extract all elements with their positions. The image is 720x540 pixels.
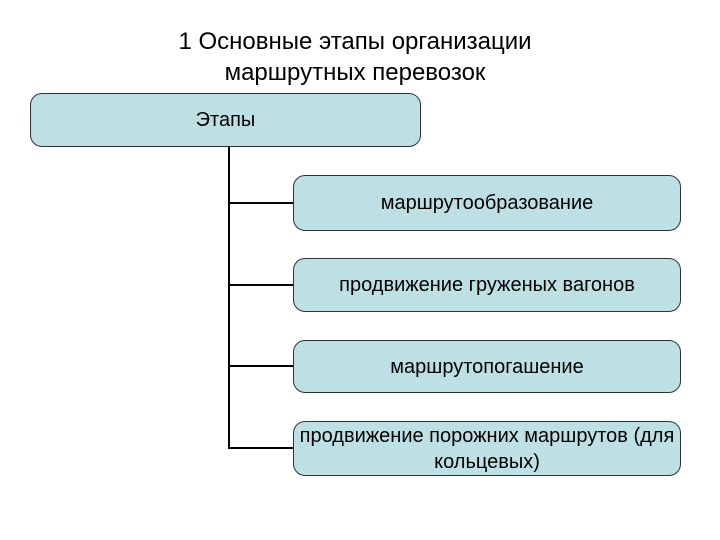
node-stage-label: продвижение груженых вагонов bbox=[339, 274, 635, 296]
connector-branch-2 bbox=[229, 284, 293, 286]
title-line-1: 1 Основные этапы организации bbox=[178, 28, 532, 55]
node-stage-label: маршрутопогашение bbox=[390, 355, 584, 378]
connector-branch-1 bbox=[229, 202, 293, 204]
node-stage-loaded-wagons: продвижение груженых вагонов bbox=[293, 258, 681, 312]
node-stage-empty-routes: продвижение порожних маршрутов (для коль… bbox=[293, 421, 681, 476]
node-stage-label: продвижение порожних маршрутов (для коль… bbox=[299, 424, 675, 473]
slide-title: 1 Основные этапы организации маршрутных … bbox=[0, 26, 710, 88]
title-line-2: маршрутных перевозок bbox=[224, 59, 486, 86]
node-stages-root: Этапы bbox=[30, 93, 421, 147]
node-stage-label: маршрутообразование bbox=[380, 192, 594, 214]
connector-branch-3 bbox=[229, 365, 293, 367]
connector-trunk bbox=[228, 147, 230, 449]
node-stage-route-cancellation: маршрутопогашение bbox=[293, 340, 681, 393]
node-stage-route-formation: маршрутообразование bbox=[293, 175, 681, 231]
node-stages-root-label: Этапы bbox=[195, 109, 256, 131]
connector-branch-4 bbox=[229, 447, 293, 449]
